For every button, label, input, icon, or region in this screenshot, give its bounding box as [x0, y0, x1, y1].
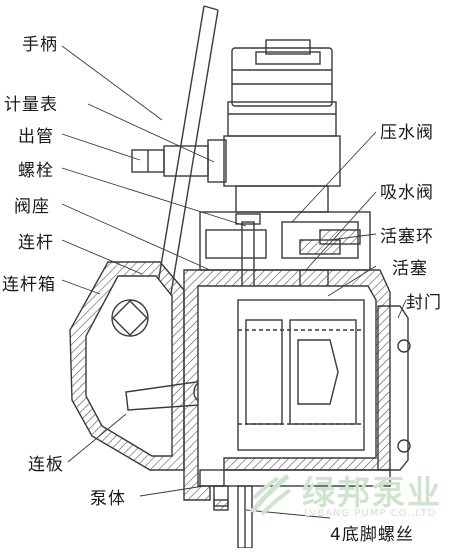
- label-outlet-pipe: 出管: [18, 127, 54, 147]
- gauge-body: [223, 39, 341, 213]
- label-handle: 手柄: [22, 35, 58, 55]
- outlet-pipe: [131, 139, 227, 183]
- label-valve-seat: 阀座: [14, 197, 50, 217]
- label-foot-bolts: 4底脚螺丝: [330, 525, 414, 545]
- label-bolt: 螺栓: [18, 161, 54, 181]
- leader-lines: [61, 45, 407, 519]
- rod-box: [69, 261, 185, 471]
- watermark-brand-en: LVBANG PUMP CO.,LTD: [304, 508, 437, 519]
- watermark-brand-cn: 绿邦泵业: [302, 473, 442, 512]
- label-pump-body: 泵体: [90, 489, 126, 509]
- label-connecting-rod: 连杆: [18, 233, 54, 253]
- label-suction-valve: 吸水阀: [380, 183, 434, 203]
- label-pressure-valve: 压水阀: [380, 123, 434, 143]
- brand-logo-icon: [250, 474, 292, 516]
- label-piston: 活塞: [392, 259, 428, 279]
- label-seal-door: 封门: [406, 293, 442, 313]
- piston-ring: [319, 229, 361, 245]
- label-link-plate: 连板: [28, 455, 64, 475]
- label-piston-ring: 活塞环: [380, 227, 434, 247]
- pump-body: [183, 269, 391, 501]
- label-gauge: 计量表: [4, 95, 58, 115]
- label-rod-box: 连杆箱: [2, 275, 56, 295]
- bottom-flange: [199, 469, 391, 549]
- watermark: 绿邦泵业 LVBANG PUMP CO.,LTD: [246, 466, 472, 536]
